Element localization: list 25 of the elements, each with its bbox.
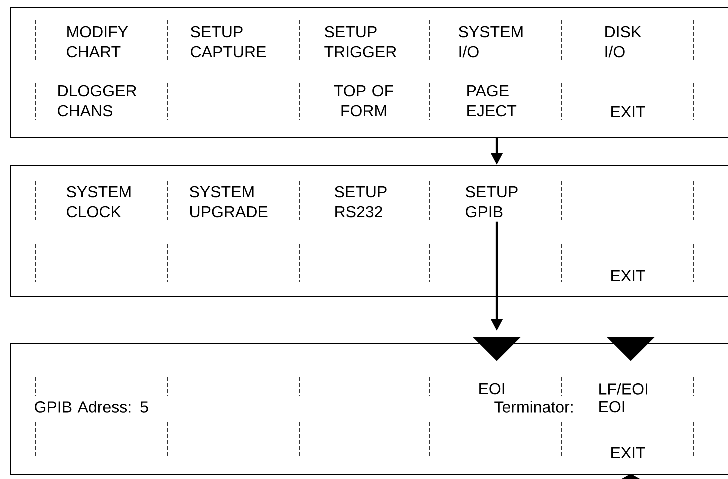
menu-item: EOI [600, 401, 624, 413]
pointer-triangle [607, 337, 655, 362]
menu-item: Terminator: [494, 401, 573, 413]
menu-item: SYSTEM UPGRADE [190, 186, 268, 218]
menu-item: SYSTEM I/O [459, 26, 523, 58]
menu-item: SYSTEM CLOCK [67, 186, 131, 218]
menu-item: MODIFY CHART [67, 26, 128, 58]
menu-item: EXIT [612, 106, 646, 118]
menu-item: EXIT [612, 270, 646, 282]
menu-item: LF/EOI [600, 383, 648, 395]
menu-item: SETUP TRIGGER [324, 26, 396, 58]
menu-panel [10, 343, 728, 476]
menu-item: GPIB Adress: 5 [35, 401, 148, 413]
pointer-triangle [473, 337, 521, 362]
menu-item: EXIT [612, 448, 646, 458]
menu-item: TOP OF FORM [334, 85, 394, 117]
menu-item: PAGE EJECT [468, 85, 517, 117]
menu-item: DISK I/O [606, 26, 642, 58]
menu-panel [10, 7, 728, 138]
menu-panel [10, 165, 728, 298]
menu-item: SETUP RS232 [335, 186, 387, 218]
menu-item: EOI [480, 383, 504, 395]
menu-item: DLOGGER CHANS [58, 85, 137, 117]
menu-item: SETUP GPIB [466, 186, 518, 218]
menu-item: SETUP CAPTURE [191, 26, 266, 58]
